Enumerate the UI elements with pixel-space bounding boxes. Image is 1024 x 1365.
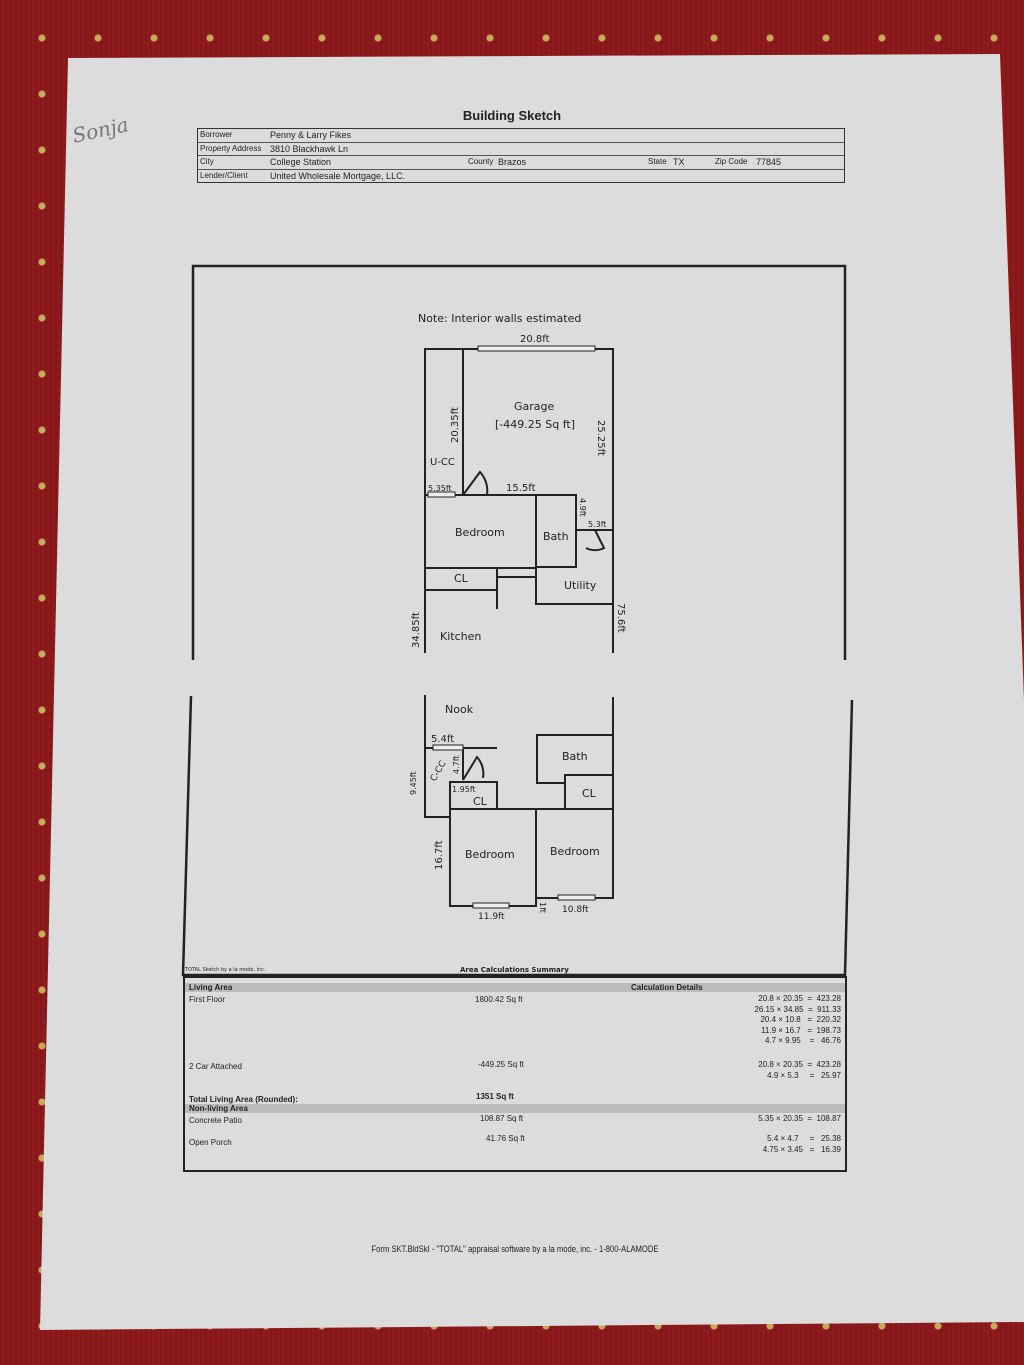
dim-20-8: 20.8ft — [520, 334, 550, 345]
room-bedroom-2: Bedroom — [465, 848, 515, 861]
dim-15-5: 15.5ft — [506, 483, 536, 494]
city-value: College Station — [270, 157, 332, 167]
dim-4-9: 4.9ft — [578, 498, 587, 517]
room-bath-2: Bath — [562, 750, 588, 763]
room-closet-1: CL — [454, 572, 469, 585]
garage-area: [-449.25 Sq ft] — [495, 418, 575, 431]
windows — [427, 345, 596, 909]
room-kitchen: Kitchen — [440, 630, 481, 643]
dim-10-8: 10.8ft — [562, 905, 589, 915]
living-area-header: Living Area — [189, 983, 233, 992]
room-ccc: C-CC — [429, 759, 449, 783]
borrower-label: Borrower — [200, 130, 233, 139]
county-value: Brazos — [498, 157, 527, 167]
borrower-value: Penny & Larry Fikes — [270, 130, 352, 140]
porch-area: 41.76 Sq ft — [486, 1134, 525, 1143]
room-nook: Nook — [445, 703, 474, 716]
dim-5-4: 5.4ft — [431, 734, 454, 745]
dim-16-7: 16.7ft — [434, 840, 445, 870]
sketch-credit: TOTAL Sketch by a la mode, inc. — [184, 967, 266, 973]
state-value: TX — [673, 157, 685, 167]
dim-75-6: 75.6ft — [615, 603, 626, 633]
address-label: Property Address — [200, 143, 262, 153]
patio-area: 108.87 Sq ft — [480, 1114, 524, 1123]
dim-34-85: 34.85ft — [411, 612, 422, 648]
dim-9-45: 9.45ft — [409, 771, 418, 795]
room-utility: Utility — [564, 579, 597, 592]
zip-value: 77845 — [756, 157, 782, 167]
patio-calc: 5.35 × 20.35 = 108.87 — [758, 1114, 841, 1123]
page-title: Building Sketch — [462, 108, 562, 123]
porch-label: Open Porch — [189, 1138, 232, 1147]
room-bedroom-1: Bedroom — [455, 526, 505, 539]
nonliving-band — [185, 1104, 845, 1113]
sketch-note: Note: Interior walls estimated — [418, 312, 581, 325]
first-floor-calc: 20.8 × 20.35 = 423.28 26.15 × 34.85 = 91… — [754, 994, 841, 1045]
dim-1: 1ft — [538, 902, 547, 913]
room-bath-1: Bath — [543, 530, 569, 543]
area-calculations-table: Living Area Calculation Details First Fl… — [183, 976, 847, 1172]
patio-label: Concrete Patio — [189, 1116, 242, 1125]
nonliving-header: Non-living Area — [189, 1104, 248, 1113]
header-table: Borrower Penny & Larry Fikes Property Add… — [197, 128, 845, 183]
dim-5-3: 5.3ft — [588, 520, 607, 529]
porch-calc: 5.4 × 4.7 = 25.38 4.75 × 3.45 = 16.39 — [762, 1134, 841, 1154]
garage-label: 2 Car Attached — [189, 1062, 242, 1071]
city-label: City — [200, 157, 214, 166]
first-floor-label: First Floor — [189, 995, 225, 1004]
room-garage: Garage — [514, 400, 555, 413]
city-row: City College Station County Brazos State TX… — [198, 156, 844, 170]
living-band — [185, 983, 845, 992]
total-living-label: Total Living Area (Rounded): — [189, 1095, 298, 1104]
zip-label: Zip Code — [715, 157, 748, 166]
county-label: County — [468, 157, 494, 166]
lender-value: United Wholesale Mortgage, LLC. — [270, 170, 406, 181]
dim-25-25: 25.25ft — [595, 420, 606, 456]
summary-title: Area Calculations Summary — [460, 966, 569, 974]
room-ucc: U-CC — [430, 457, 455, 468]
total-living-value: 1351 Sq ft — [476, 1092, 514, 1101]
dim-11-9: 11.9ft — [478, 912, 505, 922]
room-closet-2: CL — [473, 795, 488, 808]
lender-label: Lender/Client — [200, 170, 248, 180]
dim-1-95: 1.95ft — [452, 785, 476, 794]
first-floor-area: 1800.42 Sq ft — [475, 995, 523, 1004]
lender-row: Lender/Client United Wholesale Mortgage, … — [198, 170, 844, 183]
dim-20-35: 20.35ft — [450, 407, 461, 443]
garage-area-value: -449.25 Sq ft — [478, 1060, 524, 1069]
dim-4-7: 4.7ft — [452, 755, 461, 774]
address-row: Property Address 3810 Blackhawk Ln — [198, 143, 844, 156]
dim-5-35: 5.35ft — [428, 484, 452, 493]
calculation-details-header: Calculation Details — [631, 983, 703, 992]
address-value: 3810 Blackhawk Ln — [270, 143, 349, 154]
room-bedroom-3: Bedroom — [550, 845, 600, 858]
sketch-frame — [181, 264, 854, 977]
state-label: State — [648, 157, 667, 166]
form-footer: Form SKT.BldSkI - "TOTAL" appraisal soft… — [371, 1244, 659, 1254]
garage-calc: 20.8 × 20.35 = 423.28 4.9 × 5.3 = 25.97 — [758, 1060, 841, 1080]
borrower-row: Borrower Penny & Larry Fikes — [198, 129, 844, 143]
room-closet-3: CL — [582, 787, 597, 800]
